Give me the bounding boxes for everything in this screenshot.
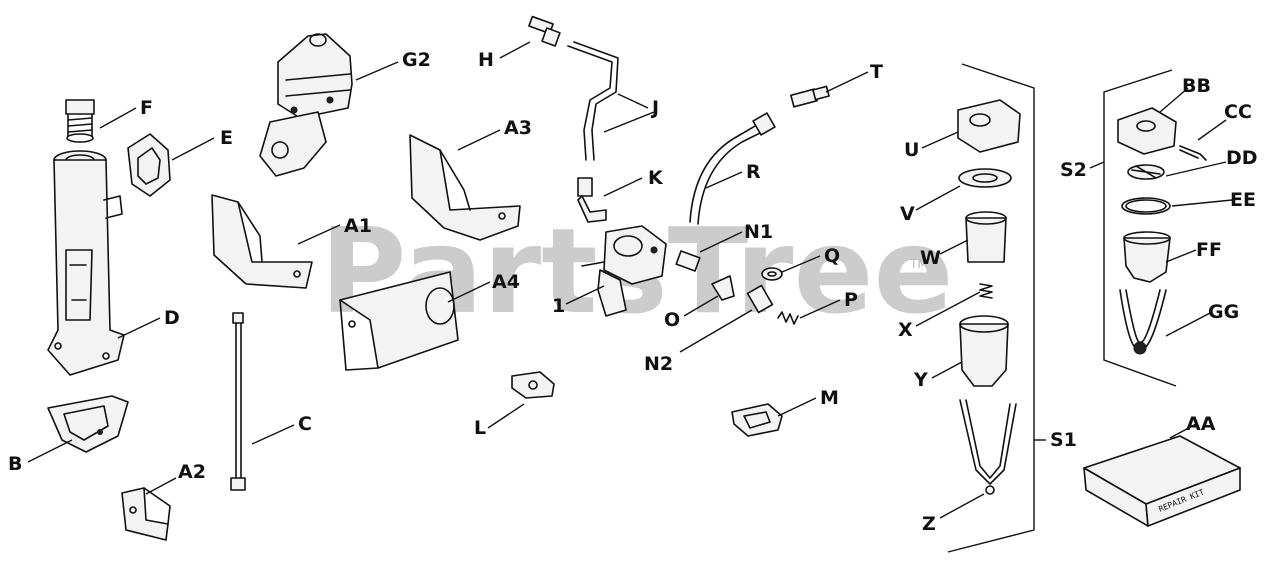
part-gg-bail[interactable] xyxy=(1119,289,1167,355)
callout-ff: FF xyxy=(1196,239,1222,261)
part-k-elbow[interactable] xyxy=(577,177,607,223)
callout-aa: AA xyxy=(1186,413,1216,435)
callout-p: P xyxy=(844,289,858,311)
callout-t: T xyxy=(870,61,883,83)
part-1-valve-body[interactable] xyxy=(581,225,667,317)
part-r-hose[interactable] xyxy=(689,112,776,225)
part-ff-bowl[interactable] xyxy=(1123,231,1171,283)
callout-b: B xyxy=(8,453,22,475)
callout-z: Z xyxy=(922,513,936,535)
part-a3-bracket[interactable] xyxy=(409,134,521,241)
part-s2-assembly-bracket xyxy=(1103,69,1177,387)
callout-1: 1 xyxy=(552,295,565,317)
callout-l: L xyxy=(474,417,486,439)
callout-dd: DD xyxy=(1226,147,1258,169)
part-j-tube[interactable] xyxy=(567,41,619,161)
callout-o: O xyxy=(664,309,680,331)
callout-u: U xyxy=(904,139,919,161)
part-x-spring[interactable] xyxy=(979,283,993,299)
part-g2-fuel-pump[interactable] xyxy=(259,33,353,177)
part-b-gasket[interactable] xyxy=(47,395,129,453)
callout-s2: S2 xyxy=(1060,159,1087,181)
part-z-bail[interactable] xyxy=(959,399,1017,495)
callout-s1: S1 xyxy=(1050,429,1077,451)
part-y-bowl[interactable] xyxy=(959,315,1009,387)
callout-d: D xyxy=(164,307,180,329)
callout-f: F xyxy=(140,97,153,119)
callout-n1: N1 xyxy=(744,221,773,243)
part-n2-fitting[interactable] xyxy=(746,284,774,314)
part-a2-bracket[interactable] xyxy=(121,487,171,541)
callout-h: H xyxy=(478,49,494,71)
part-aa-repair-kit-box[interactable]: REPAIR KIT xyxy=(1083,435,1241,527)
part-t-connector[interactable] xyxy=(790,85,830,108)
callout-w: W xyxy=(920,247,941,269)
part-bb-bowl-head[interactable] xyxy=(1117,107,1177,155)
callout-n2: N2 xyxy=(644,353,673,375)
callout-q: Q xyxy=(824,245,840,267)
part-d-body[interactable] xyxy=(47,150,125,376)
part-u-bowl-head[interactable] xyxy=(957,99,1021,153)
callout-y: Y xyxy=(913,369,928,391)
part-o-elbow[interactable] xyxy=(711,275,735,301)
part-n1-fitting[interactable] xyxy=(675,250,701,272)
callout-a4: A4 xyxy=(492,271,520,293)
callout-m: M xyxy=(820,387,839,409)
part-e-gasket[interactable] xyxy=(127,133,171,197)
callout-x: X xyxy=(898,319,913,341)
part-q-washer[interactable] xyxy=(761,267,783,281)
callout-g2: G2 xyxy=(402,49,431,71)
callout-k: K xyxy=(648,167,664,189)
callout-a3: A3 xyxy=(504,117,532,139)
part-s1-assembly-bracket xyxy=(947,63,1035,553)
leader-lines xyxy=(27,41,1233,519)
part-h-fitting[interactable] xyxy=(528,15,561,47)
callout-labels: F E D B A2 C G2 A1 A3 A4 L H J K 1 N1 R … xyxy=(8,49,1258,535)
part-m-gasket[interactable] xyxy=(731,403,783,437)
part-l-gasket[interactable] xyxy=(511,371,555,399)
part-p-spring[interactable] xyxy=(777,311,799,325)
callout-gg: GG xyxy=(1208,301,1239,323)
callout-c: C xyxy=(298,413,312,435)
part-a4-plate[interactable] xyxy=(339,271,459,371)
part-w-glass-bowl[interactable] xyxy=(965,211,1007,263)
callout-e: E xyxy=(220,127,233,149)
watermark-trademark: TM xyxy=(909,257,928,271)
part-v-screen[interactable] xyxy=(958,168,1012,188)
part-dd-screen[interactable] xyxy=(1127,164,1165,180)
callout-r: R xyxy=(746,161,761,183)
part-a1-bracket[interactable] xyxy=(211,194,313,289)
callout-v: V xyxy=(900,203,915,225)
callout-bb: BB xyxy=(1182,75,1211,97)
callout-j: J xyxy=(650,97,659,119)
part-c-rod[interactable] xyxy=(230,312,246,491)
part-f-plug[interactable] xyxy=(65,99,95,143)
callout-a2: A2 xyxy=(178,461,206,483)
part-cc-screw[interactable] xyxy=(1179,145,1207,161)
part-ee-gasket[interactable] xyxy=(1121,197,1171,215)
callout-a1: A1 xyxy=(344,215,372,237)
callout-cc: CC xyxy=(1224,101,1252,123)
callout-ee: EE xyxy=(1230,189,1256,211)
